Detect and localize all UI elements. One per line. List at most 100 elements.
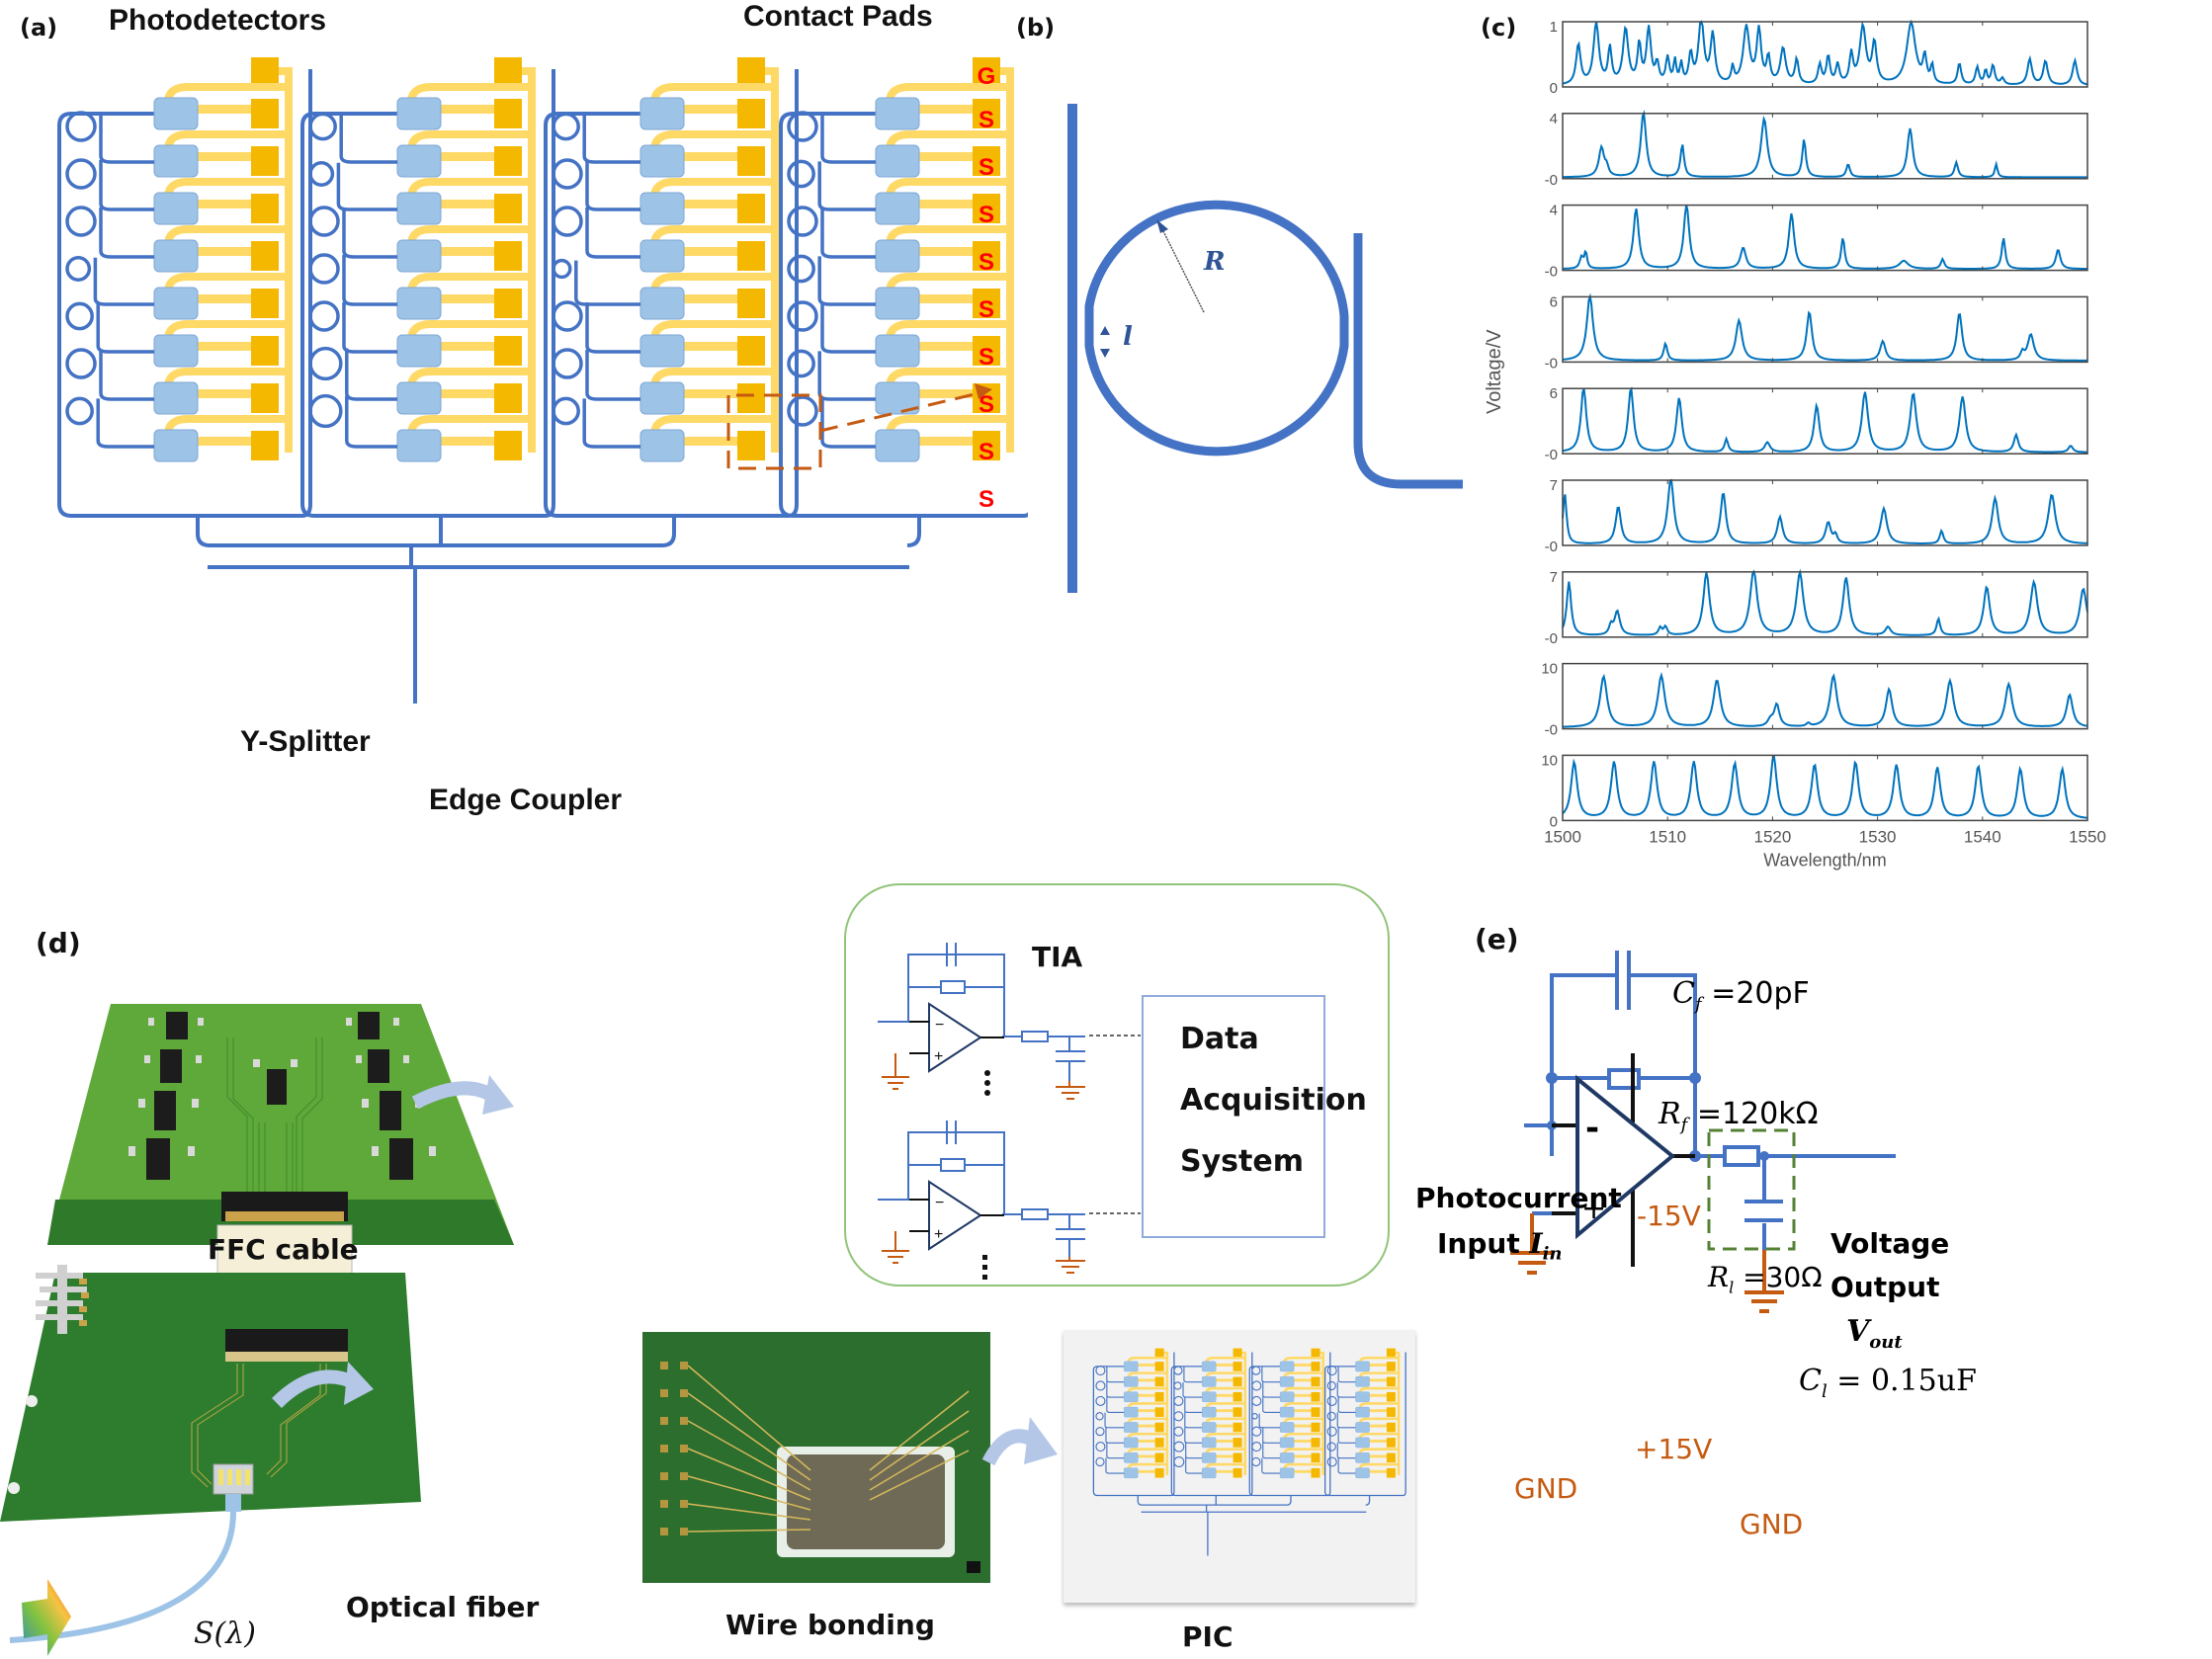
pad-lead	[1292, 1378, 1312, 1382]
contact-pad	[973, 289, 1000, 318]
pad-lead	[1137, 1469, 1155, 1473]
contact-pad	[1233, 1407, 1242, 1417]
microring	[787, 349, 815, 378]
spectrum-line	[1562, 568, 2088, 636]
microring	[1173, 1395, 1184, 1406]
contact-pad	[1154, 1362, 1164, 1371]
drop-waveguide	[342, 302, 397, 354]
pad-lead	[194, 152, 251, 161]
pad-lead	[194, 294, 251, 303]
drop-waveguide	[585, 302, 640, 354]
drop-waveguide	[93, 257, 154, 306]
daq-label-line1: Data	[1180, 1022, 1259, 1056]
drop-waveguide	[339, 114, 397, 164]
microring	[1251, 1456, 1261, 1467]
axes-frame	[1562, 662, 2088, 730]
drop-waveguide	[1104, 1412, 1125, 1429]
contact-pad	[1154, 1438, 1164, 1448]
microring	[65, 158, 97, 190]
subplot: -07	[1545, 568, 2088, 647]
rf-symbol: R	[1659, 1097, 1681, 1131]
photodetector	[1201, 1437, 1217, 1449]
photodetectors-label: Photodetectors	[109, 4, 327, 37]
y-splitter	[439, 516, 921, 547]
microring	[308, 112, 337, 141]
tia-schematic: −+ −+	[878, 943, 1325, 1280]
microring	[1326, 1442, 1336, 1452]
contact-pad	[737, 146, 765, 176]
contact-pad	[737, 431, 765, 460]
pad-letter: S	[978, 202, 994, 228]
drop-waveguide	[342, 207, 397, 259]
x-tick-label: 1520	[1753, 827, 1791, 846]
contact-pad	[494, 99, 522, 128]
edge-coupler-waveguide	[208, 545, 909, 704]
microring	[787, 111, 818, 142]
photodetector	[1355, 1361, 1370, 1372]
pic-thumbnail	[1092, 1348, 1406, 1556]
bus-waveguide	[1092, 1352, 1175, 1497]
bus-waveguide	[779, 112, 1028, 518]
photodetector	[1201, 1406, 1217, 1418]
contact-pad	[737, 57, 765, 85]
pad-lead	[1214, 1393, 1234, 1397]
drop-waveguide	[1336, 1381, 1356, 1398]
opamp-1	[928, 1002, 982, 1073]
radius-arrowhead	[1156, 219, 1168, 233]
spectrum-line	[1562, 19, 2088, 86]
contact-pad	[737, 241, 765, 271]
microring	[552, 396, 580, 426]
pad-letter: S	[978, 344, 994, 371]
x-tick-label: 1500	[1544, 827, 1581, 846]
pad-lead	[915, 152, 973, 161]
drop-waveguide	[1106, 1396, 1125, 1414]
pad-lead	[1137, 1393, 1155, 1397]
microring	[308, 393, 343, 429]
contact-pad	[973, 57, 1000, 85]
spectrum-line	[1562, 671, 2088, 728]
photodetector	[396, 334, 442, 368]
edge-coupler-label: Edge Coupler	[429, 784, 623, 816]
subplot: 010	[1541, 752, 2088, 830]
contact-pad	[1386, 1407, 1396, 1417]
axes-frame	[1562, 571, 2088, 638]
microring	[1326, 1456, 1337, 1467]
microring	[1251, 1395, 1262, 1406]
pad-letter: S	[978, 249, 994, 276]
photodetector	[1355, 1467, 1370, 1479]
pcb-traces	[226, 1037, 323, 1196]
pic-block	[1248, 1348, 1331, 1497]
photodetector	[1279, 1452, 1295, 1463]
contact-pad	[737, 99, 765, 128]
pad-lead	[1368, 1454, 1387, 1458]
photodetector	[153, 429, 199, 462]
pad-lead	[1137, 1440, 1155, 1443]
pos-supply-label: +15V	[1635, 1433, 1713, 1465]
photodetector	[153, 381, 199, 415]
microring	[1326, 1411, 1336, 1421]
contact-pad	[1311, 1376, 1320, 1387]
photodetector	[1355, 1422, 1370, 1433]
drop-waveguide	[1185, 1456, 1203, 1474]
cl-label: Cl = 0.15uF	[1799, 1364, 1977, 1402]
drop-waveguide	[1258, 1413, 1281, 1429]
y-tick-label: 7	[1550, 569, 1558, 586]
drop-waveguide	[574, 260, 640, 306]
microring	[1251, 1426, 1262, 1437]
panel-e-label: (e)	[1475, 923, 1519, 955]
svg-text:−: −	[935, 1195, 944, 1211]
microring	[552, 158, 583, 190]
photodetector	[639, 239, 685, 273]
tia-chips	[146, 1012, 413, 1180]
pad-lead	[1214, 1424, 1234, 1428]
pad-lead	[915, 105, 973, 114]
microring	[1173, 1381, 1182, 1390]
pad-lead	[437, 200, 494, 208]
spectrum-arrow-icon	[22, 1579, 71, 1656]
pic-block	[57, 57, 312, 518]
contact-pad	[1154, 1422, 1164, 1433]
mount-hole	[8, 1482, 20, 1494]
contact-pad	[1311, 1407, 1320, 1417]
voltage-label: Voltage	[1830, 1227, 1950, 1260]
